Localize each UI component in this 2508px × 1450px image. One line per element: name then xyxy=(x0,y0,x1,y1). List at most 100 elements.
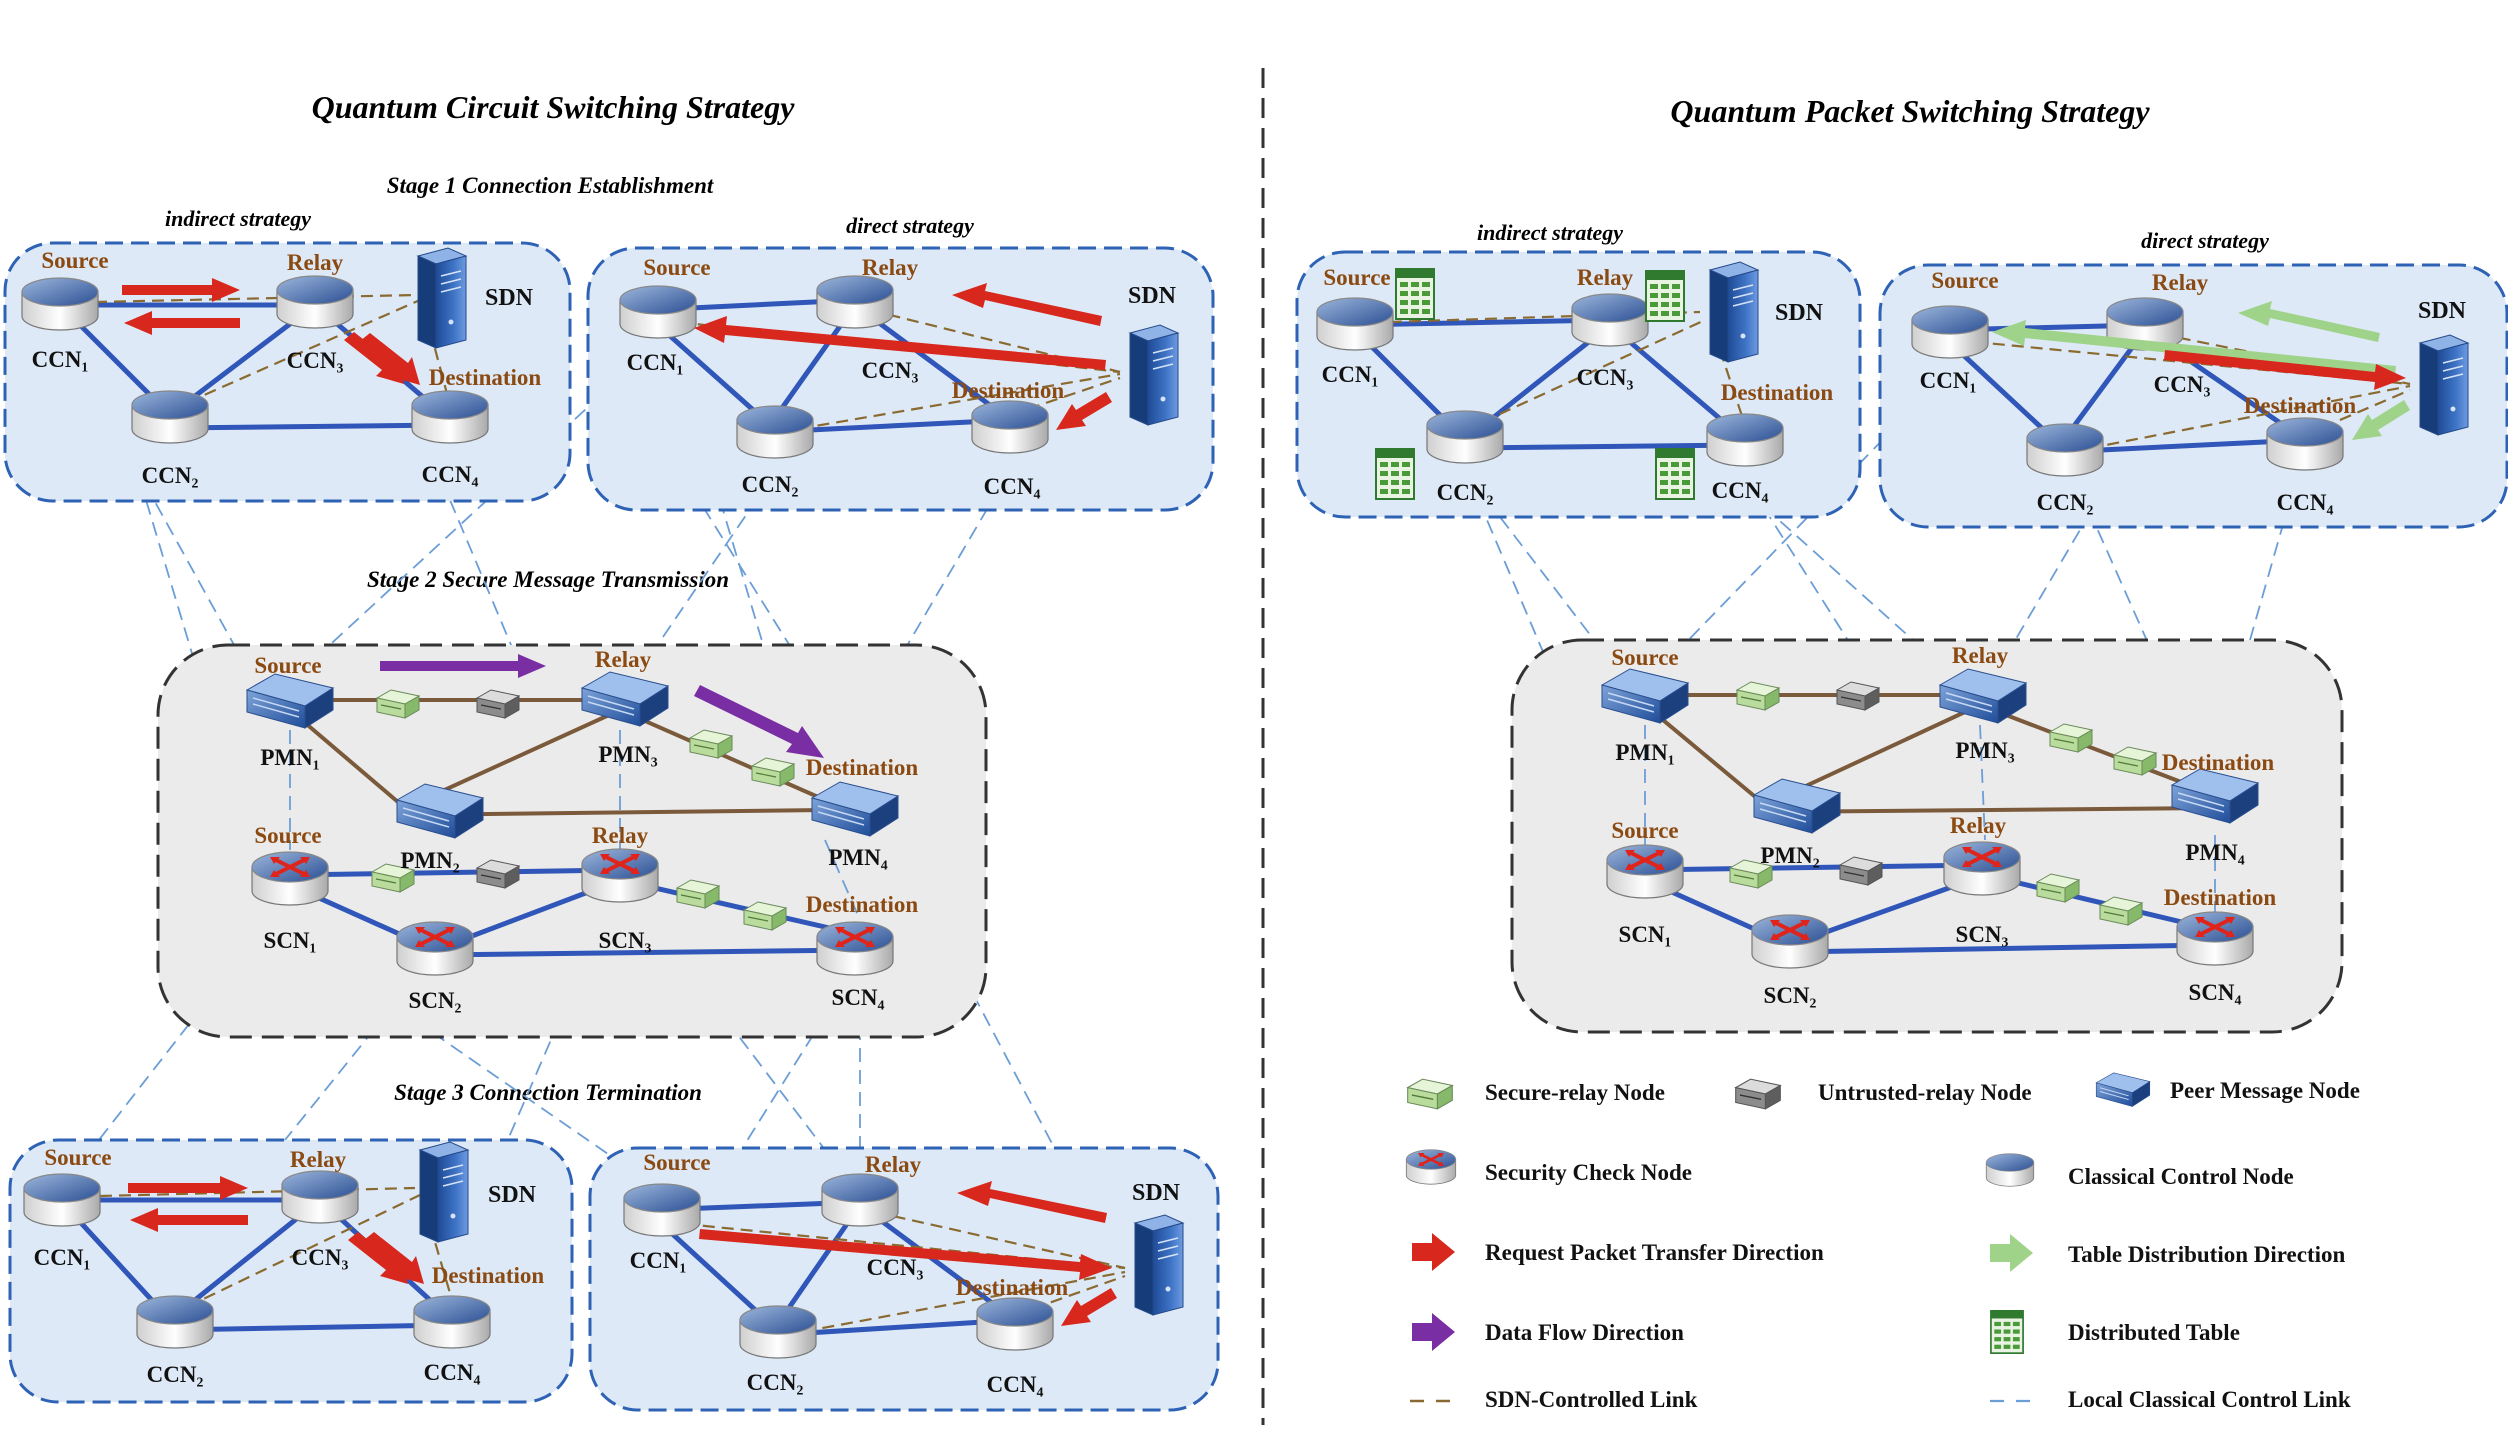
ccn2-label: CCN₂ xyxy=(2037,490,2094,515)
legend-label: Data Flow Direction xyxy=(1485,1320,1684,1345)
stage2-title: Stage 2 Secure Message Transmission xyxy=(367,567,729,592)
ccn-icon xyxy=(1706,413,1784,467)
ccn-icon xyxy=(739,1305,817,1359)
ccn1-label: CCN₁ xyxy=(630,1248,687,1273)
untrusted-relay-icon xyxy=(1735,1078,1781,1110)
role-relay: Relay xyxy=(865,1152,922,1177)
sdn-label: SDN xyxy=(488,1182,537,1208)
sdn-label: SDN xyxy=(2418,298,2467,324)
role-destination: Destination xyxy=(2162,750,2275,775)
request-arrow xyxy=(1061,1288,1117,1326)
legend-item: Request Packet Transfer Direction xyxy=(1412,1233,1824,1271)
ccn-icon xyxy=(816,275,894,329)
table-arrow xyxy=(2352,400,2410,440)
role-relay: Relay xyxy=(1950,813,2007,838)
ccn2-label: CCN₂ xyxy=(742,472,799,497)
role-relay: Relay xyxy=(862,255,919,280)
ccn2-label: CCN₂ xyxy=(142,463,199,488)
sdn-label: SDN xyxy=(1132,1180,1181,1206)
ccn-icon xyxy=(2266,417,2344,471)
secure-relay-icon xyxy=(689,729,733,759)
untrusted-relay-icon xyxy=(1839,856,1883,886)
scn-icon xyxy=(250,850,330,907)
ccn3-label: CCN₃ xyxy=(867,1255,924,1280)
legend-label: Distributed Table xyxy=(2068,1320,2240,1345)
role-relay: Relay xyxy=(592,823,649,848)
ccn3-label: CCN₃ xyxy=(862,358,919,383)
scn1-label: SCN₁ xyxy=(1619,922,1672,947)
distributed-table-icon xyxy=(1375,448,1415,500)
request-arrow xyxy=(952,283,1102,326)
ccn2-label: CCN₂ xyxy=(1437,480,1494,505)
legend-item: SDN-Controlled Link xyxy=(1410,1387,1698,1412)
sdn-server-icon xyxy=(1134,1214,1184,1316)
role-source: Source xyxy=(254,823,321,848)
request-arrow xyxy=(694,316,1106,370)
pmn1-label: PMN₁ xyxy=(260,745,319,770)
sdn-server-icon xyxy=(2419,334,2469,436)
ccn4-label: CCN₄ xyxy=(2277,490,2334,515)
secure-relay-icon xyxy=(2099,896,2143,926)
green-arrow-icon xyxy=(1990,1234,2033,1272)
scn4-label: SCN₄ xyxy=(832,985,885,1010)
role-source: Source xyxy=(643,255,710,280)
legend-item: Classical Control Node xyxy=(1985,1153,2294,1189)
scn-icon xyxy=(1750,913,1830,970)
scn3-label: SCN₃ xyxy=(599,928,652,953)
legend-item: Local Classical Control Link xyxy=(1990,1387,2351,1412)
node-labels: CCN₁ CCN₃ CCN₂ CCN₄ CCN₁ CCN₃ CCN₂ CCN₄ … xyxy=(32,347,2334,1397)
scn-icon xyxy=(395,920,475,977)
distributed-table-icon xyxy=(1395,268,1435,320)
role-destination: Destination xyxy=(2244,393,2357,418)
ccn-icon xyxy=(1316,297,1394,351)
table-arrow xyxy=(2238,301,2380,342)
ccn-icon xyxy=(976,1297,1054,1351)
ccn-icon xyxy=(1426,410,1504,464)
sdn-labels: SDN SDN SDN SDN SDN SDN xyxy=(485,283,2467,1208)
sdn-server-icon xyxy=(1709,261,1759,363)
legend-label: Peer Message Node xyxy=(2170,1078,2360,1103)
ccn-icon xyxy=(413,1295,491,1349)
pmn3-label: PMN₃ xyxy=(598,742,657,767)
role-destination: Destination xyxy=(429,365,542,390)
legend-label: Secure-relay Node xyxy=(1485,1080,1665,1105)
panel-r-stage2 xyxy=(1510,638,2344,1034)
legend-item: Data Flow Direction xyxy=(1412,1313,1684,1351)
ccn-icon xyxy=(623,1183,701,1237)
ccn3-label: CCN₃ xyxy=(287,348,344,373)
pmn4-label: PMN₄ xyxy=(2185,840,2244,865)
ccn4-label: CCN₄ xyxy=(1712,478,1769,503)
role-source: Source xyxy=(44,1145,111,1170)
ccn4-label: CCN₄ xyxy=(984,474,1041,499)
untrusted-relay-icon xyxy=(476,689,520,719)
legend-label: Request Packet Transfer Direction xyxy=(1485,1240,1824,1265)
ccn-icon xyxy=(23,1173,101,1227)
scn-icon xyxy=(2175,910,2255,967)
request-arrow xyxy=(2164,350,2406,390)
distributed-table-icon xyxy=(1655,448,1695,500)
legend-item: Distributed Table xyxy=(1990,1309,2240,1355)
request-arrow xyxy=(128,1176,248,1200)
ccn1-label: CCN₁ xyxy=(32,347,89,372)
ccn-icon xyxy=(736,405,814,459)
ccn-icon xyxy=(971,400,1049,454)
sdn-label: SDN xyxy=(1128,283,1177,309)
ccn1-label: CCN₁ xyxy=(34,1245,91,1270)
request-arrow xyxy=(130,1208,248,1232)
data-arrow xyxy=(380,654,546,678)
role-relay: Relay xyxy=(1952,643,2009,668)
pmn2-label: PMN₂ xyxy=(400,848,459,873)
classical-control-icon xyxy=(1985,1153,2035,1187)
stage1-title: Stage 1 Connection Establishment xyxy=(387,173,714,198)
ccn1-label: CCN₁ xyxy=(627,350,684,375)
ccn-icon xyxy=(281,1170,359,1224)
arrows xyxy=(122,278,2410,1326)
role-source: Source xyxy=(1611,818,1678,843)
ccn-icon xyxy=(131,390,209,444)
request-arrow xyxy=(957,1181,1107,1223)
request-arrow xyxy=(344,332,404,384)
secure-relay-icon xyxy=(1407,1078,1453,1110)
pmn4-label: PMN₄ xyxy=(828,845,887,870)
secure-relay-icon xyxy=(2036,873,2080,903)
